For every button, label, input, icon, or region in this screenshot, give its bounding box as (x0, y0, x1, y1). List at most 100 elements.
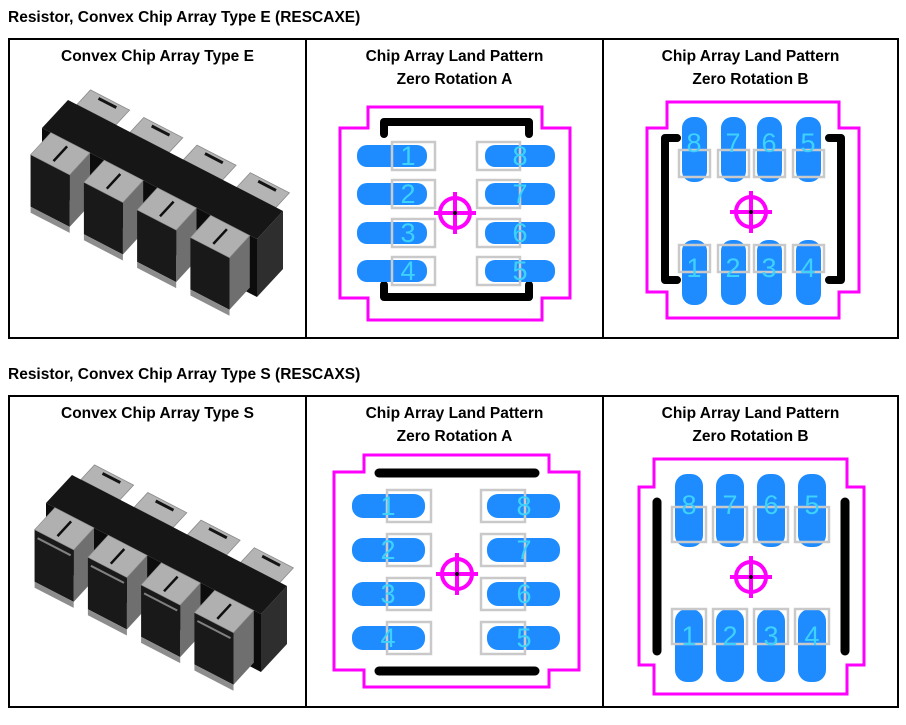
pad-shape (351, 626, 425, 650)
pad-shape (674, 609, 703, 682)
pad-shape (715, 474, 744, 547)
pad-4: 4 (793, 607, 831, 682)
terminal-outline (752, 148, 787, 179)
courtyard-outline (338, 105, 572, 322)
terminal-outline (752, 243, 787, 274)
pad-1: 1 (677, 240, 712, 305)
pad-number: 4 (804, 621, 819, 651)
panel-header: Chip Array Land Pattern Zero Rotation B (604, 40, 897, 91)
pad-3: 3 (356, 217, 437, 249)
panel-header-line1: Chip Array Land Pattern (661, 48, 840, 65)
orientation-bracket-left (660, 134, 681, 284)
pad-shape (715, 609, 744, 682)
pad-number: 2 (722, 621, 737, 651)
pad-shape (756, 474, 785, 547)
pad-number: 1 (380, 491, 395, 521)
terminal-outline (793, 505, 831, 544)
section-title-rescaxe: Resistor, Convex Chip Array Type E (RESC… (8, 9, 361, 26)
pad-number: 6 (761, 128, 776, 158)
document-page: Resistor, Convex Chip Array Type E (RESC… (8, 9, 900, 708)
pad-number: 2 (380, 535, 395, 565)
section-title-rescaxs: Resistor, Convex Chip Array Type S (RESC… (8, 366, 361, 383)
terminal-outline (716, 243, 751, 274)
land-pattern-drawing-s-a: 1 2 3 4 (332, 453, 581, 689)
terminal-outline (716, 148, 751, 179)
terminal-outline (670, 505, 708, 544)
pad-number: 6 (763, 490, 778, 520)
pad-3: 3 (351, 576, 433, 612)
terminal-groove-lines (37, 537, 231, 639)
pad-number: 7 (722, 490, 737, 520)
land-pattern-drawing-e-b: 8 7 6 5 (645, 100, 861, 320)
pad-number: 4 (800, 253, 815, 283)
panel-header-line1: Chip Array Land Pattern (661, 405, 840, 422)
terminal-outline (791, 148, 826, 179)
panel-header-line2: Zero Rotation A (396, 428, 513, 445)
pad-2: 2 (716, 240, 751, 305)
terminal-outline (475, 178, 522, 210)
terminal-outline (385, 576, 433, 612)
pad-number: 3 (763, 621, 778, 651)
pad-5: 5 (479, 620, 560, 656)
pad-number: 1 (681, 621, 696, 651)
pad-number: 6 (512, 218, 527, 248)
pad-number: 7 (512, 179, 527, 209)
pad-8: 8 (677, 117, 712, 182)
pad-number: 3 (400, 218, 415, 248)
pad-number: 5 (512, 256, 527, 286)
terminal-outline (385, 532, 433, 568)
pad-shape (351, 538, 425, 562)
pad-7: 7 (716, 117, 751, 182)
pad-shape (674, 474, 703, 547)
pad-8: 8 (670, 474, 708, 547)
panel-header: Convex Chip Array Type E (61, 48, 254, 65)
terminal-outline (390, 140, 437, 172)
orientation-bracket-right (824, 134, 845, 284)
pad-number: 4 (380, 623, 395, 653)
origin-crosshair-icon (729, 191, 772, 233)
terminal-outline (385, 488, 433, 524)
pad-8: 8 (475, 140, 555, 172)
pad-5: 5 (793, 474, 831, 547)
pad-7: 7 (475, 178, 555, 210)
pad-shape (486, 582, 560, 606)
panel-photo-type-s: Convex Chip Array Type S (8, 395, 307, 708)
pad-6: 6 (479, 576, 560, 612)
terminal-outline (711, 607, 749, 646)
pad-number: 3 (380, 579, 395, 609)
terminal-outline (385, 620, 433, 656)
terminal-outline (711, 505, 749, 544)
panel-header: Chip Array Land Pattern Zero Rotation B (604, 397, 897, 448)
pad-7: 7 (479, 532, 560, 568)
panel-table-rescaxe: Convex Chip Array Type E (8, 38, 900, 339)
orientation-bracket-bottom (379, 281, 533, 301)
pad-2: 2 (351, 532, 433, 568)
pad-6: 6 (752, 474, 790, 547)
panel-land-pattern-s-rotation-b: Chip Array Land Pattern Zero Rotation B … (601, 395, 900, 708)
pad-shape (797, 609, 826, 682)
pad-5: 5 (475, 255, 555, 287)
pad-shape (797, 474, 826, 547)
pad-number: 8 (516, 491, 531, 521)
courtyard-outline (637, 457, 866, 696)
pad-number: 3 (761, 253, 776, 283)
panel-header: Chip Array Land Pattern Zero Rotation A (307, 40, 602, 91)
pad-8: 8 (479, 488, 560, 524)
chip-3d-illustration (33, 463, 295, 693)
pad-3: 3 (752, 607, 790, 682)
pad-4: 4 (791, 240, 826, 305)
panel-header: Convex Chip Array Type S (61, 405, 254, 422)
chip-3d-illustration (29, 88, 291, 318)
pad-number: 7 (725, 128, 740, 158)
pad-number: 7 (516, 535, 531, 565)
orientation-bracket-top (379, 118, 533, 138)
terminal-outline (479, 620, 527, 656)
panel-table-rescaxs: Convex Chip Array Type S (8, 395, 900, 708)
terminal-outline (479, 532, 527, 568)
pad-shape (756, 609, 785, 682)
pad-5: 5 (791, 117, 826, 182)
terminal-outline (670, 607, 708, 646)
terminal-outline (475, 217, 522, 249)
pad-1: 1 (670, 607, 708, 682)
pad-3: 3 (752, 240, 787, 305)
